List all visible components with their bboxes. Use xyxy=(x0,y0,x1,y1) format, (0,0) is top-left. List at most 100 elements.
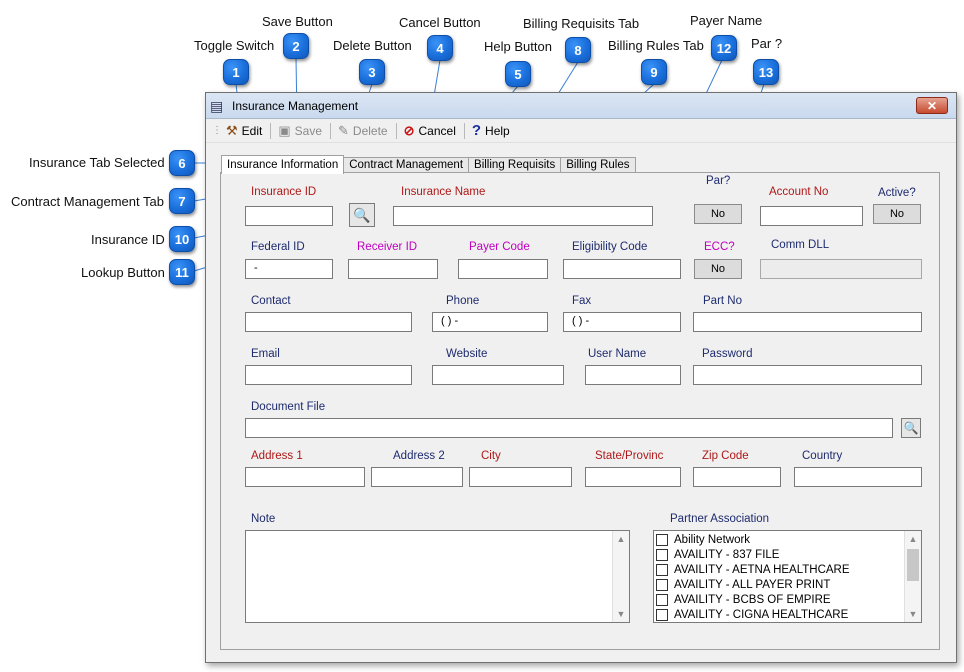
list-item[interactable]: AVAILITY - CIGNA HEALTHCARE xyxy=(654,607,904,622)
close-icon: ✕ xyxy=(926,98,938,113)
tab-strip: Insurance Information Contract Managemen… xyxy=(221,155,636,174)
insurance-id-field[interactable] xyxy=(245,206,333,226)
list-item[interactable]: AVAILITY - ALL PAYER PRINT xyxy=(654,577,904,592)
insurance-name-field[interactable] xyxy=(393,206,653,226)
tab-contract-management[interactable]: Contract Management xyxy=(343,157,470,173)
edit-toggle-button[interactable]: ⚒ Edit xyxy=(226,123,262,139)
zip-code-field[interactable] xyxy=(693,467,781,487)
tab-billing-requisits[interactable]: Billing Requisits xyxy=(468,157,562,173)
callout-badge-12: 12 xyxy=(711,35,737,61)
callout-label-7: Contract Management Tab xyxy=(11,194,164,209)
cancel-button[interactable]: ⊘ Cancel xyxy=(404,123,456,139)
phone-label: Phone xyxy=(446,295,480,307)
tab-billing-rules[interactable]: Billing Rules xyxy=(560,157,636,173)
email-field[interactable] xyxy=(245,365,412,385)
close-button[interactable]: ✕ xyxy=(916,97,948,114)
phone-field[interactable]: ( ) - xyxy=(432,312,548,332)
federal-id-field[interactable]: - xyxy=(245,259,333,279)
list-item[interactable]: AVAILITY - AETNA HEALTHCARE xyxy=(654,562,904,577)
payer-code-label: Payer Code xyxy=(469,241,530,253)
partner-list-scrollbar[interactable]: ▲ ▼ xyxy=(904,531,921,622)
document-file-browse-button[interactable]: 🔍 xyxy=(901,418,921,438)
contact-label: Contact xyxy=(251,295,291,307)
address2-label: Address 2 xyxy=(393,450,445,462)
magnifier-icon: 🔍 xyxy=(903,421,919,435)
address1-field[interactable] xyxy=(245,467,365,487)
user-name-label: User Name xyxy=(588,348,647,360)
delete-button[interactable]: ✎ Delete xyxy=(338,123,388,139)
active-toggle[interactable]: No xyxy=(873,204,921,224)
callout-badge-6: 6 xyxy=(169,150,195,176)
lookup-button[interactable]: 🔍 xyxy=(349,203,375,227)
document-file-field[interactable] xyxy=(245,418,893,438)
partner-name: Ability Network xyxy=(674,533,751,546)
account-no-label: Account No xyxy=(769,186,829,198)
callout-label-11: Lookup Button xyxy=(81,265,165,280)
federal-id-label: Federal ID xyxy=(251,241,305,253)
note-scrollbar[interactable]: ▲ ▼ xyxy=(612,531,629,622)
callout-badge-13: 13 xyxy=(753,59,779,85)
help-button[interactable]: ? Help xyxy=(472,122,510,139)
par-toggle[interactable]: No xyxy=(694,204,742,224)
toolbar: ⋮ ⚒ Edit ▣ Save ✎ Delete ⊘ Cancel ? Help xyxy=(206,119,956,143)
fax-field[interactable]: ( ) - xyxy=(563,312,681,332)
contact-field[interactable] xyxy=(245,312,412,332)
callout-badge-5: 5 xyxy=(505,61,531,87)
state-field[interactable] xyxy=(585,467,681,487)
password-field[interactable] xyxy=(693,365,922,385)
question-mark-icon: ? xyxy=(471,122,482,139)
state-label: State/Provinc xyxy=(595,450,664,462)
receiver-id-field[interactable] xyxy=(348,259,438,279)
checkbox[interactable] xyxy=(656,578,668,591)
partner-name: AVAILITY - 837 FILE xyxy=(674,548,780,561)
ecc-toggle[interactable]: No xyxy=(694,259,742,279)
address1-label: Address 1 xyxy=(251,450,303,462)
checkbox[interactable] xyxy=(656,608,668,621)
callout-badge-4: 4 xyxy=(427,35,453,61)
receiver-id-label: Receiver ID xyxy=(357,241,418,253)
scroll-down-icon[interactable]: ▼ xyxy=(616,609,626,619)
partner-association-list: Ability Network AVAILITY - 837 FILE AVAI… xyxy=(653,530,922,623)
payer-code-field[interactable] xyxy=(458,259,548,279)
scroll-up-icon[interactable]: ▲ xyxy=(908,534,918,544)
eligibility-code-field[interactable] xyxy=(563,259,681,279)
address2-field[interactable] xyxy=(371,467,463,487)
partner-name: AVAILITY - AETNA HEALTHCARE xyxy=(674,563,850,576)
country-label: Country xyxy=(802,450,843,462)
callout-label-9: Billing Rules Tab xyxy=(608,38,704,53)
comm-dll-label: Comm DLL xyxy=(771,239,830,251)
toolbar-grip-icon: ⋮ xyxy=(212,125,222,136)
tab-insurance-information[interactable]: Insurance Information xyxy=(221,155,345,174)
country-field[interactable] xyxy=(794,467,922,487)
save-button[interactable]: ▣ Save xyxy=(278,123,322,139)
toolbar-separator xyxy=(395,122,397,139)
callout-badge-1: 1 xyxy=(223,59,249,85)
checkbox[interactable] xyxy=(656,533,668,546)
list-item[interactable]: Ability Network xyxy=(654,532,904,547)
part-no-field[interactable] xyxy=(693,312,922,332)
checkbox[interactable] xyxy=(656,548,668,561)
title-bar[interactable]: ▤ Insurance Management ✕ xyxy=(206,93,956,119)
hammer-icon: ⚒ xyxy=(226,122,238,138)
checkbox[interactable] xyxy=(656,563,668,576)
checkbox[interactable] xyxy=(656,593,668,606)
comm-dll-field[interactable] xyxy=(760,259,922,279)
user-name-field[interactable] xyxy=(585,365,681,385)
scroll-thumb[interactable] xyxy=(907,549,919,581)
insurance-information-panel: Insurance ID 🔍 Insurance Name Par? No Ac… xyxy=(220,172,940,650)
callout-label-12: Payer Name xyxy=(690,13,763,28)
email-label: Email xyxy=(251,348,280,360)
callout-label-6: Insurance Tab Selected xyxy=(29,155,165,170)
website-field[interactable] xyxy=(432,365,564,385)
toolbar-separator xyxy=(463,122,465,139)
account-no-field[interactable] xyxy=(760,206,863,226)
list-item[interactable]: AVAILITY - 837 FILE xyxy=(654,547,904,562)
scroll-down-icon[interactable]: ▼ xyxy=(908,609,918,619)
city-field[interactable] xyxy=(469,467,572,487)
scroll-up-icon[interactable]: ▲ xyxy=(616,534,626,544)
magnifier-icon: 🔍 xyxy=(353,206,371,223)
partner-association-label: Partner Association xyxy=(670,513,770,525)
list-item[interactable]: AVAILITY - BCBS OF EMPIRE xyxy=(654,592,904,607)
edit-label: Edit xyxy=(241,123,263,138)
note-textarea[interactable]: ▲ ▼ xyxy=(245,530,630,623)
